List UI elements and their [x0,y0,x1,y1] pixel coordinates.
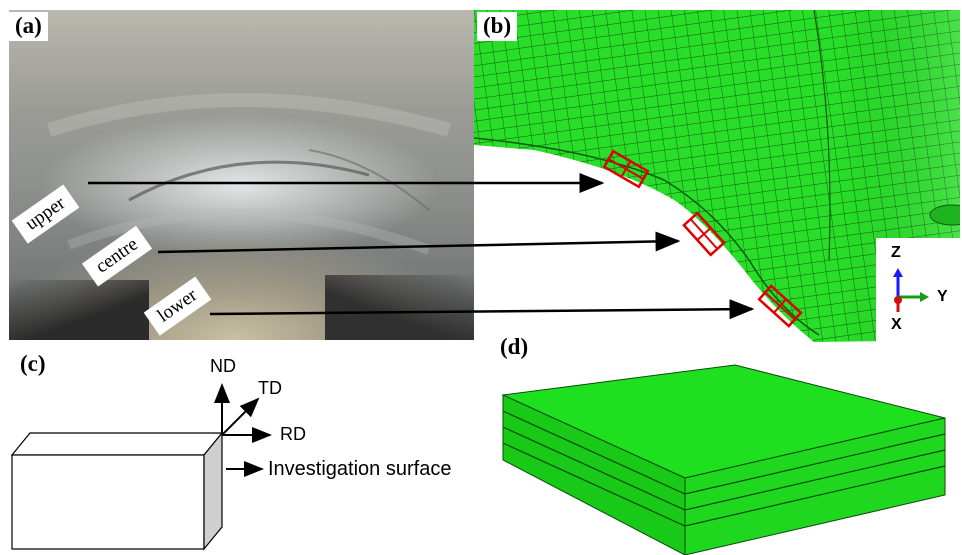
axis-label-rd: RD [280,424,306,444]
axis-triad-icon [893,268,929,312]
photo-texture [46,93,451,255]
shadow-left [9,280,149,340]
panel-d-label: (d) [494,333,535,362]
highlight-centre [682,211,726,257]
panel-b-label: (b) [477,12,518,41]
highlight-upper [602,149,650,189]
shadow-right [325,275,475,340]
highlight-lower [757,284,803,328]
triad-z-label: Z [891,244,901,261]
panel-a-label: (a) [9,12,48,41]
triad-x-label: X [891,316,902,333]
layered-block [501,364,946,555]
photo-panel [9,10,475,340]
mesh-surface [474,10,960,345]
specimen-diagram [10,383,272,551]
mesh-panel: Z Y X [474,10,960,345]
axis-label-nd: ND [210,356,236,376]
investigation-surface-label: Investigation surface [268,458,452,480]
panel-c-label: (c) [14,350,52,379]
triad-y-label: Y [937,288,948,305]
axis-label-td: TD [258,378,282,398]
